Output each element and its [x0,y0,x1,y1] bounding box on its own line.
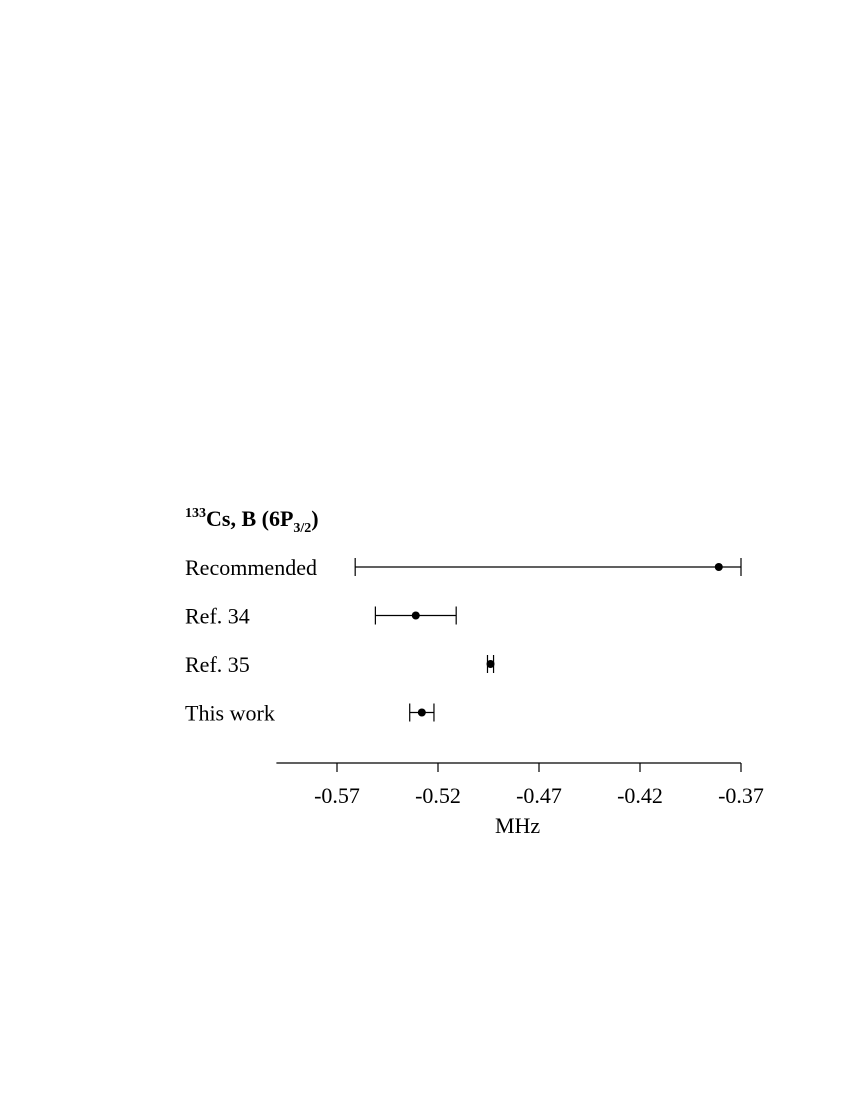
x-tick-label: -0.57 [314,783,360,808]
data-point [417,708,426,717]
x-tick-label: -0.42 [617,783,663,808]
row-label: Ref. 34 [185,604,250,629]
title-close: ) [311,506,318,531]
title-superscript: 133 [185,506,206,521]
data-row: Recommended [185,555,742,580]
row-label: Ref. 35 [185,652,250,677]
data-point [411,611,420,620]
x-axis-label: MHz [495,813,540,838]
x-tick-label: -0.47 [516,783,562,808]
x-axis: -0.57 -0.52 -0.47 -0.42 -0.37 [276,762,764,808]
title-main: Cs, B (6P [206,506,293,531]
data-row: Ref. 35 [185,652,495,677]
data-point [486,660,495,668]
title-subscript: 3/2 [293,521,311,536]
data-row: This work [185,701,435,726]
data-point [714,563,723,571]
row-label: This work [185,701,275,726]
x-tick-label: -0.52 [415,783,461,808]
row-label: Recommended [185,555,317,580]
data-row: Ref. 34 [185,604,457,629]
chart-title: 133Cs, B (6P3/2) [185,506,319,536]
x-tick-label: -0.37 [718,783,764,808]
